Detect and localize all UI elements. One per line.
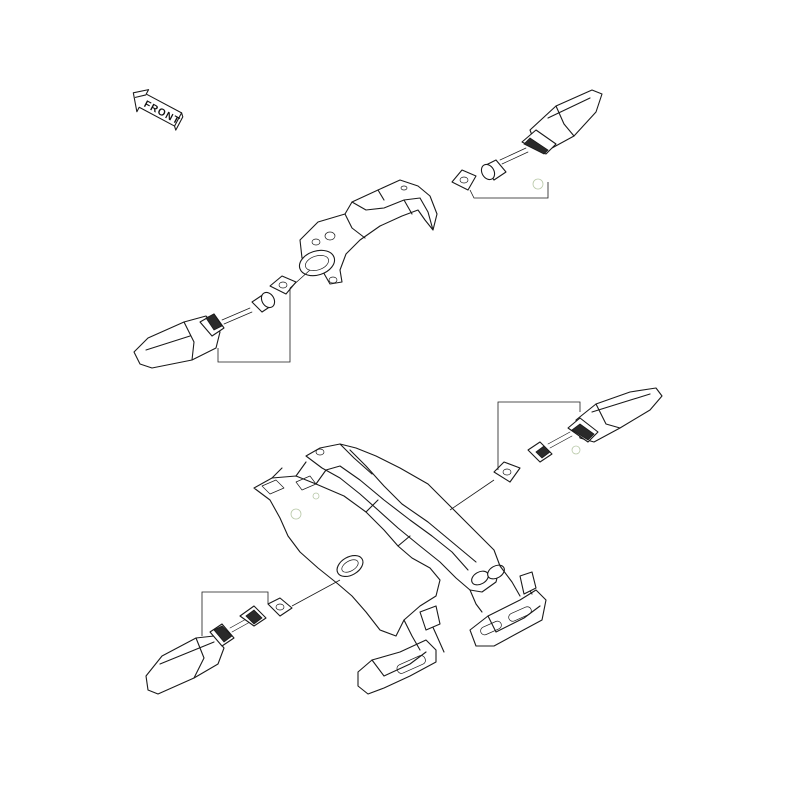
reference-bracket-rear-right — [497, 401, 581, 470]
socket-front-right — [480, 159, 507, 181]
turn-signal-front-left — [133, 307, 253, 369]
front-cowl-bracket — [298, 179, 438, 285]
gasket-front-right — [451, 169, 477, 191]
reference-bracket-front-right — [469, 182, 549, 199]
socket-front-left — [251, 291, 276, 313]
rear-frame-bracket — [253, 443, 505, 637]
turn-signal-rear-right — [547, 387, 663, 449]
gasket-front-left — [269, 275, 297, 295]
leader-front-left — [289, 269, 311, 289]
socket-rear-right — [527, 441, 553, 463]
reference-point-front-right — [532, 178, 544, 190]
reference-bracket-front-left — [217, 288, 291, 363]
license-plate-bracket-upper — [469, 565, 547, 647]
front-direction-arrow: FRONT — [132, 89, 184, 131]
gasket-rear-left — [267, 597, 293, 617]
gasket-rear-right — [493, 461, 521, 483]
reference-point-rear-right — [571, 445, 581, 455]
leader-rear-left — [291, 579, 341, 607]
turn-signal-front-right — [499, 89, 603, 165]
leader-rear-right — [449, 479, 495, 511]
socket-rear-left — [239, 605, 267, 627]
reference-bracket-rear-left — [201, 591, 269, 636]
license-plate-bracket-lower — [357, 605, 445, 695]
turn-signal-rear-left — [145, 617, 251, 695]
